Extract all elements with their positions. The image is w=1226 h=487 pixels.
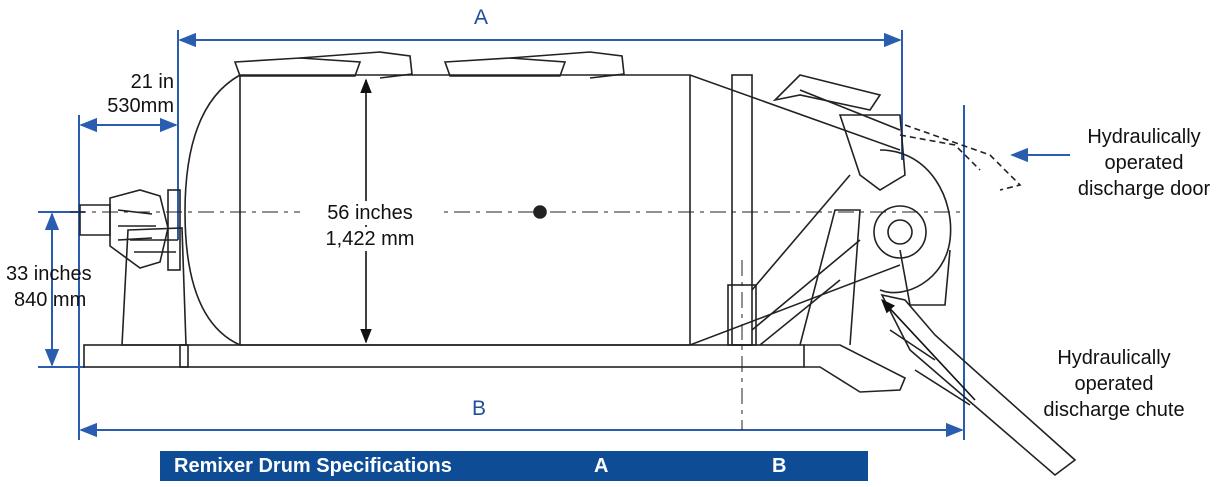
drum-body: [70, 51, 1077, 477]
offset-label-mm: 530mm: [107, 95, 174, 117]
diameter-label-mm: 1,422 mm: [300, 227, 440, 251]
door-callout-line2: operated: [1104, 152, 1184, 174]
chute-callout-line3: discharge chute: [1043, 399, 1185, 421]
dimension-b-label: B: [472, 397, 487, 420]
discharge-chute-callout: Hydraulically operated discharge chute: [1030, 345, 1198, 423]
door-callout-line3: discharge door: [1077, 178, 1211, 200]
spec-col-a: A: [594, 455, 609, 477]
chute-callout-line2: operated: [1074, 373, 1154, 395]
door-callout-line1: Hydraulically: [1087, 126, 1201, 148]
dimension-lines: [38, 30, 1070, 440]
height-label-mm: 840 mm: [14, 289, 87, 311]
dimension-a-label: A: [474, 6, 489, 29]
spec-col-b: B: [772, 455, 787, 477]
chute-callout-line1: Hydraulically: [1057, 347, 1171, 369]
spec-table-header: Remixer Drum Specifications A B: [160, 451, 868, 481]
diameter-label-in: 56 inches: [300, 201, 440, 225]
discharge-door-callout: Hydraulically operated discharge door: [1060, 124, 1226, 202]
spec-table-title: Remixer Drum Specifications: [174, 455, 452, 477]
offset-label-in: 21 in: [130, 71, 174, 93]
height-label-in: 33 inches: [6, 263, 92, 285]
